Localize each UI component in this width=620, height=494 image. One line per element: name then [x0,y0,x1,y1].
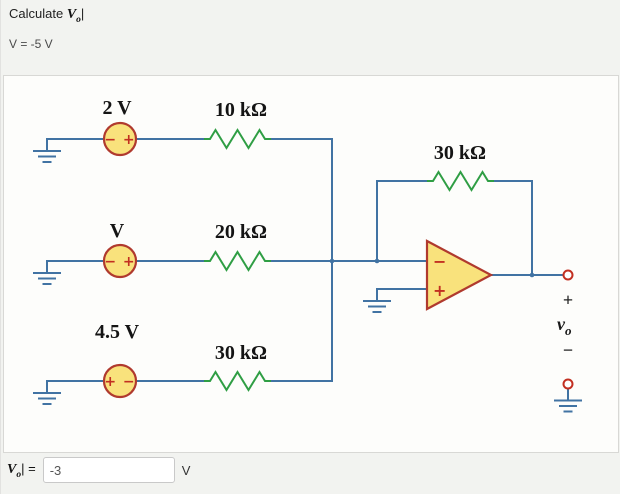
title-text: Calculate [9,6,67,21]
output-voltage-label: vo [557,314,572,338]
resistor-30k [204,370,271,392]
answer-row: Vo| = V [7,457,190,483]
output-terminal-top [562,269,574,281]
ground-icon [33,260,61,285]
source-label-2: V [110,220,125,242]
answer-input[interactable] [42,457,175,483]
feedback-resistor [427,170,494,192]
output-plus-sign: + [563,290,573,310]
resistor-label-3: 30 kΩ [215,342,267,364]
source-label-1: 2 V [102,97,132,119]
answer-label: Vo| = [7,460,36,480]
resistor-10k [204,128,271,150]
answer-unit: V [181,462,191,478]
voltage-source-3: + − [102,363,138,399]
junction-dot [374,258,380,264]
source-polarity: − + [104,254,135,270]
resistor-20k [204,250,271,272]
ground-icon [33,138,61,163]
source-label-3: 4.5 V [95,321,140,343]
voltage-source-1: − + [102,121,138,157]
given-value: V = -5 V [9,37,53,51]
output-terminal-bottom [562,378,574,390]
junction-dot [529,272,535,278]
ground-icon [554,387,582,413]
output-minus-sign: − [563,340,573,360]
voltage-source-2: − + [102,243,138,279]
circuit-diagram: − + − + + − − + 2 V 10 kΩ V 20 kΩ 4.5 V … [33,97,582,413]
opamp-minus-sign: − [433,252,446,271]
page-title: Calculate Vo| [9,6,84,25]
source-polarity: + − [104,374,135,390]
resistor-label-2: 20 kΩ [215,221,267,243]
title-variable: Vo [66,7,81,25]
text-cursor: | [80,6,85,21]
feedback-resistor-label: 30 kΩ [434,142,486,164]
resistor-label-1: 10 kΩ [215,99,267,121]
junction-dot [329,258,335,264]
opamp: − + [425,239,494,311]
ground-icon [33,380,61,405]
circuit-panel: − + − + + − − + 2 V 10 kΩ V 20 kΩ 4.5 V … [3,75,619,453]
ground-icon [363,288,391,313]
source-polarity: − + [104,132,135,148]
opamp-plus-sign: + [433,281,446,300]
